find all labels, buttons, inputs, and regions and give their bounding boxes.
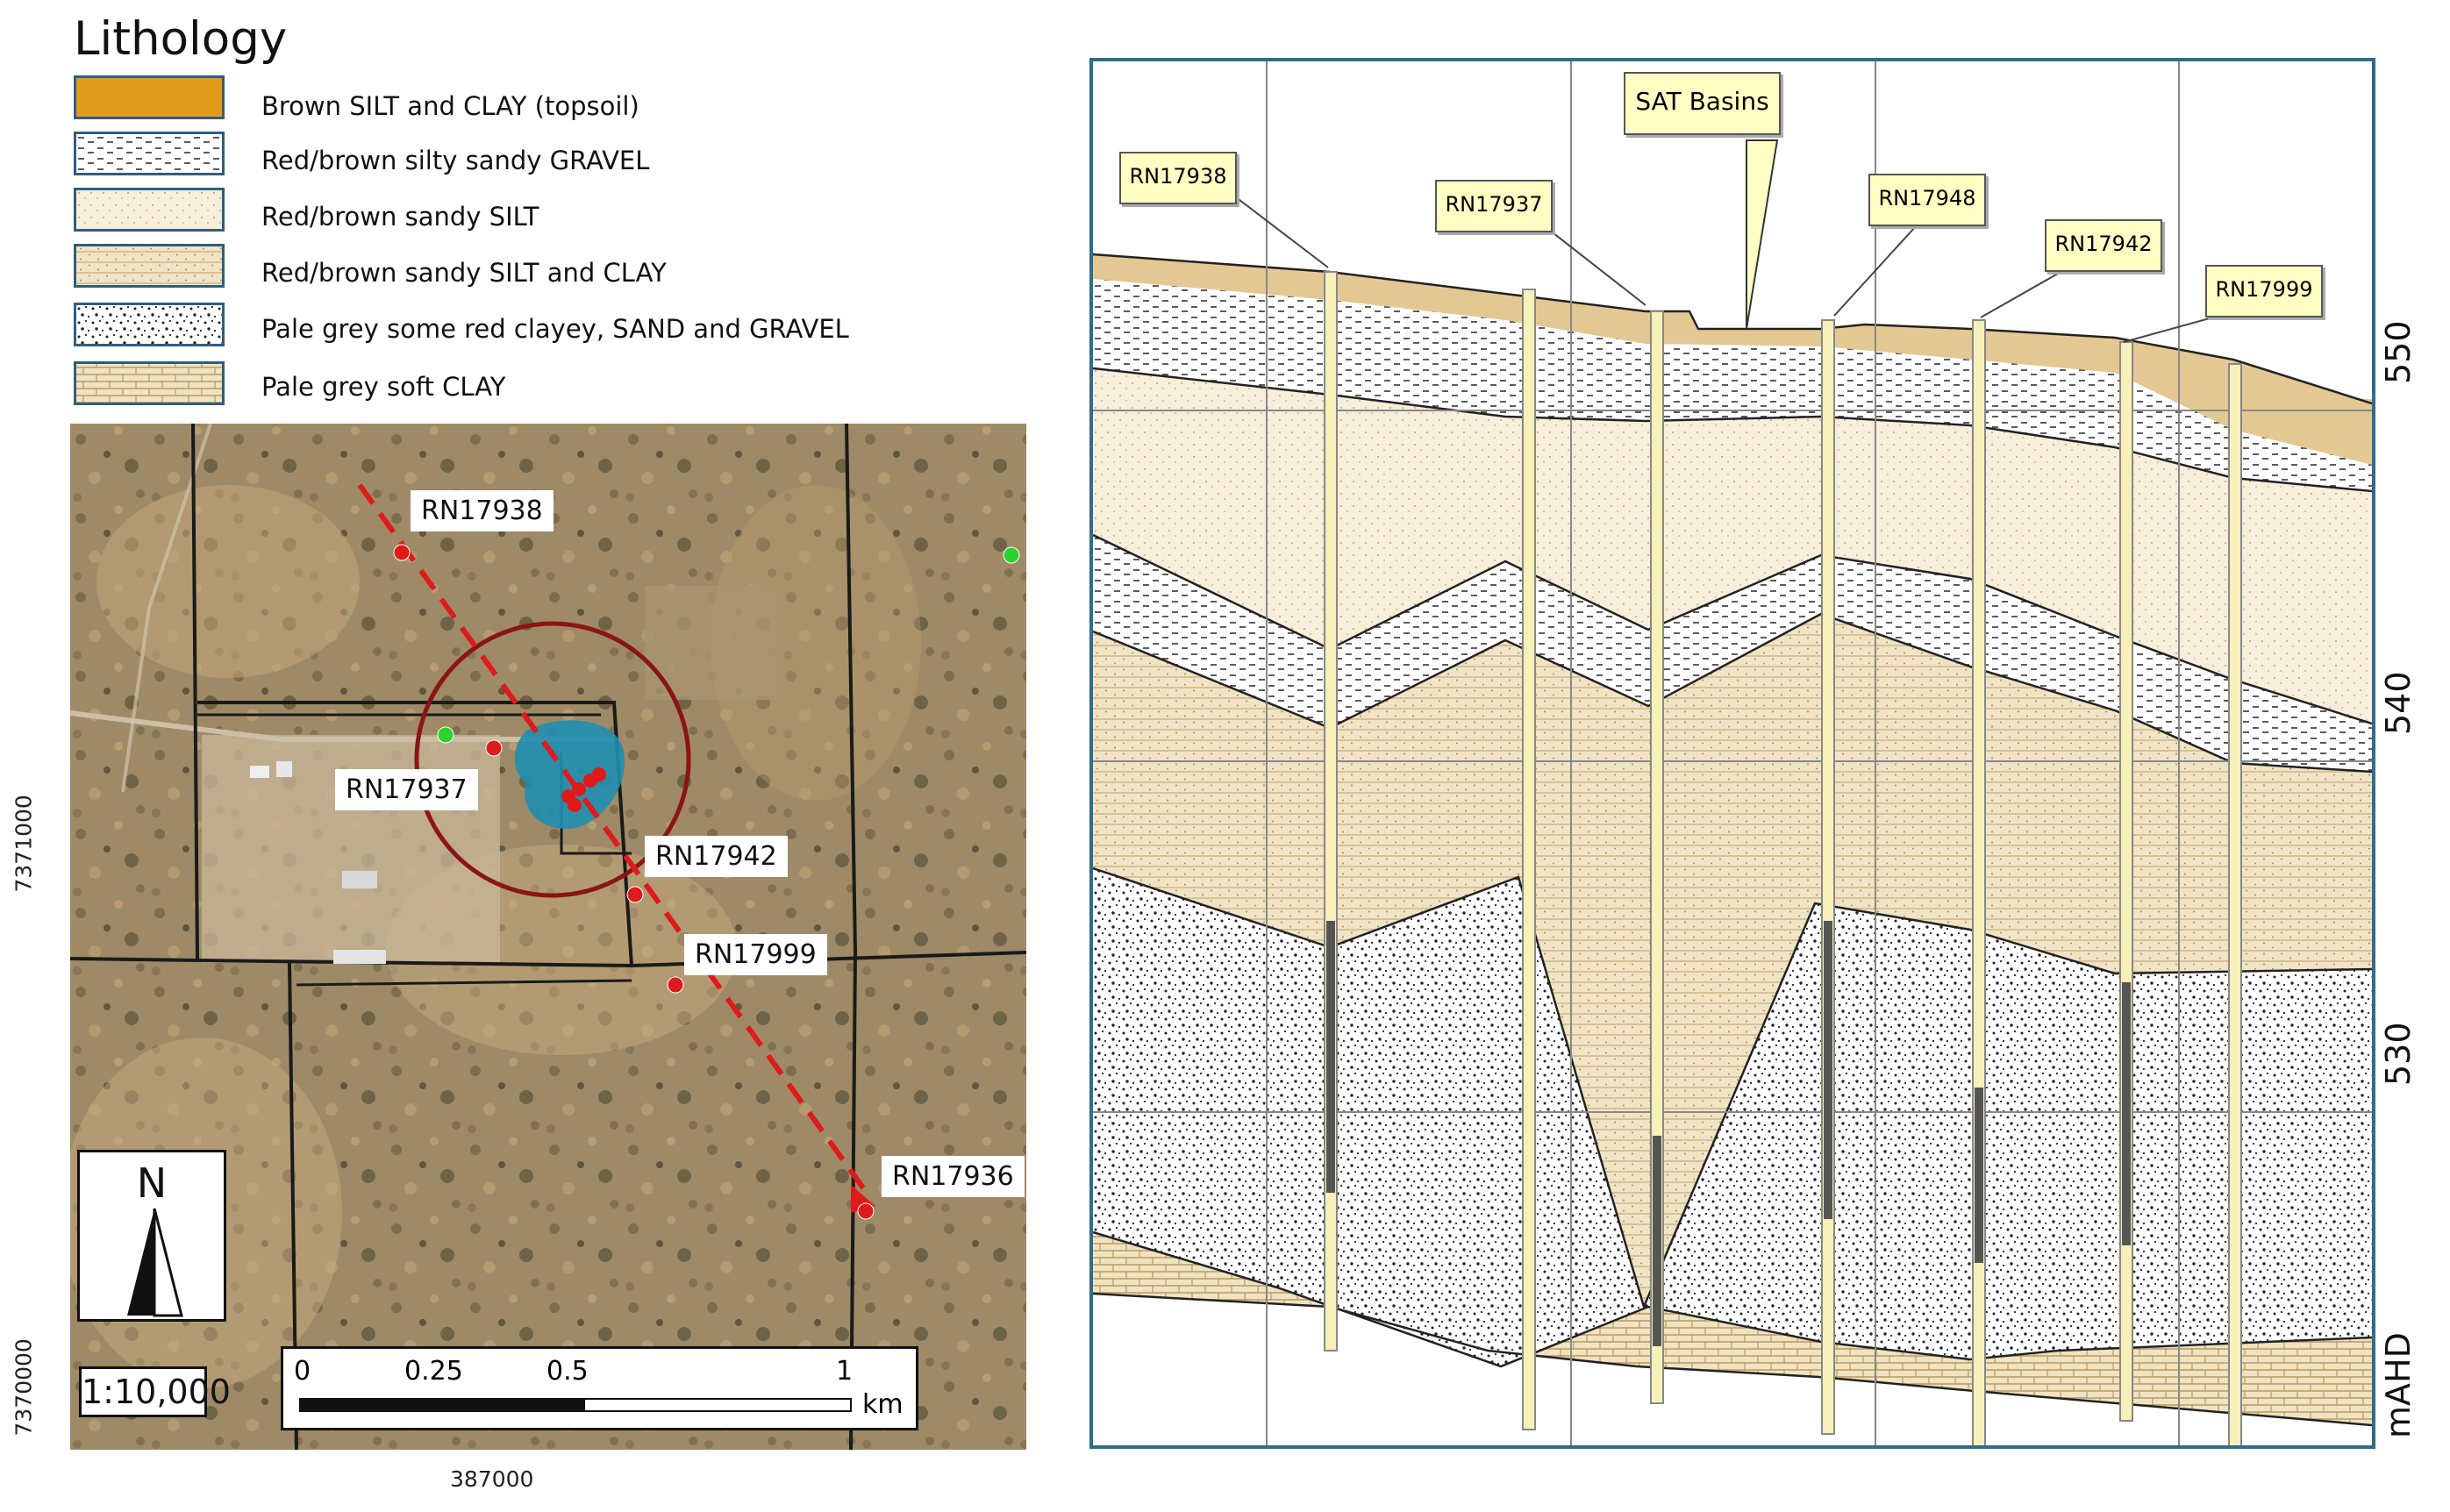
legend-label-gravel: Red/brown silty sandy GRAVEL (261, 146, 650, 175)
scale-tick-05: 0.5 (546, 1356, 589, 1387)
legend-swatch-gravel (74, 132, 225, 175)
legend-swatch-clay (74, 361, 225, 405)
section-label-sat-basins[interactable]: SAT Basins (1624, 72, 1781, 135)
section-label-rn17937[interactable]: RN17937 (1435, 180, 1553, 232)
satellite-map[interactable]: RN17938 RN17937 RN17942 RN17999 RN17936 … (70, 424, 1026, 1450)
map-label-rn17936[interactable]: RN17936 (882, 1156, 1025, 1197)
elevation-label-550: 550 (2379, 320, 2418, 384)
scale-tick-025: 0.25 (404, 1356, 463, 1387)
legend-title: Lithology (74, 12, 288, 66)
north-label: N (136, 1159, 168, 1207)
scale-segment-2 (441, 1398, 583, 1412)
section-label-rn17938[interactable]: RN17938 (1119, 152, 1237, 204)
elevation-unit: mAHD (2379, 1332, 2418, 1438)
legend-label-sandgravel: Pale grey some red clayey, SAND and GRAV… (261, 314, 849, 344)
map-imagery (70, 424, 1026, 1450)
scale-ratio: 1:10,000 (79, 1366, 231, 1417)
legend-label-silt: Red/brown sandy SILT (261, 202, 539, 232)
north-arrow: N (77, 1150, 226, 1322)
section-label-rn17999[interactable]: RN17999 (2205, 265, 2323, 317)
section-label-rn17948[interactable]: RN17948 (1868, 174, 1986, 226)
legend-swatch-siltclay (74, 244, 225, 288)
legend-swatch-silt (74, 188, 225, 232)
map-label-rn17999[interactable]: RN17999 (684, 934, 827, 975)
legend-swatch-topsoil (74, 75, 225, 119)
map-label-rn17942[interactable]: RN17942 (645, 836, 788, 877)
northing-label-top: 7371000 (11, 795, 37, 893)
section-layers (1093, 61, 2372, 1445)
section-label-rn17942[interactable]: RN17942 (2045, 219, 2162, 272)
elevation-label-530: 530 (2379, 1022, 2418, 1086)
scale-unit: km (862, 1389, 904, 1420)
scale-segment-1 (299, 1398, 441, 1412)
map-label-rn17937[interactable]: RN17937 (335, 769, 478, 810)
legend-swatch-sandgravel (74, 303, 225, 346)
scale-tick-1: 1 (836, 1356, 854, 1387)
scale-segment-3 (583, 1398, 852, 1412)
legend-label-clay: Pale grey soft CLAY (261, 372, 506, 402)
north-arrow-icon (127, 1208, 183, 1317)
cross-section[interactable]: RN17938 RN17937 SAT Basins RN17948 RN179… (1089, 58, 2375, 1449)
scale-tick-0: 0 (294, 1356, 311, 1387)
legend-label-topsoil: Brown SILT and CLAY (topsoil) (261, 91, 639, 121)
elevation-label-540: 540 (2379, 671, 2418, 735)
legend-label-siltclay: Red/brown sandy SILT and CLAY (261, 258, 667, 288)
northing-label-bottom: 7370000 (11, 1338, 37, 1437)
scale-bar: 0 0.25 0.5 1 km (281, 1346, 918, 1430)
easting-label: 387000 (450, 1466, 534, 1492)
map-label-rn17938[interactable]: RN17938 (411, 490, 554, 531)
